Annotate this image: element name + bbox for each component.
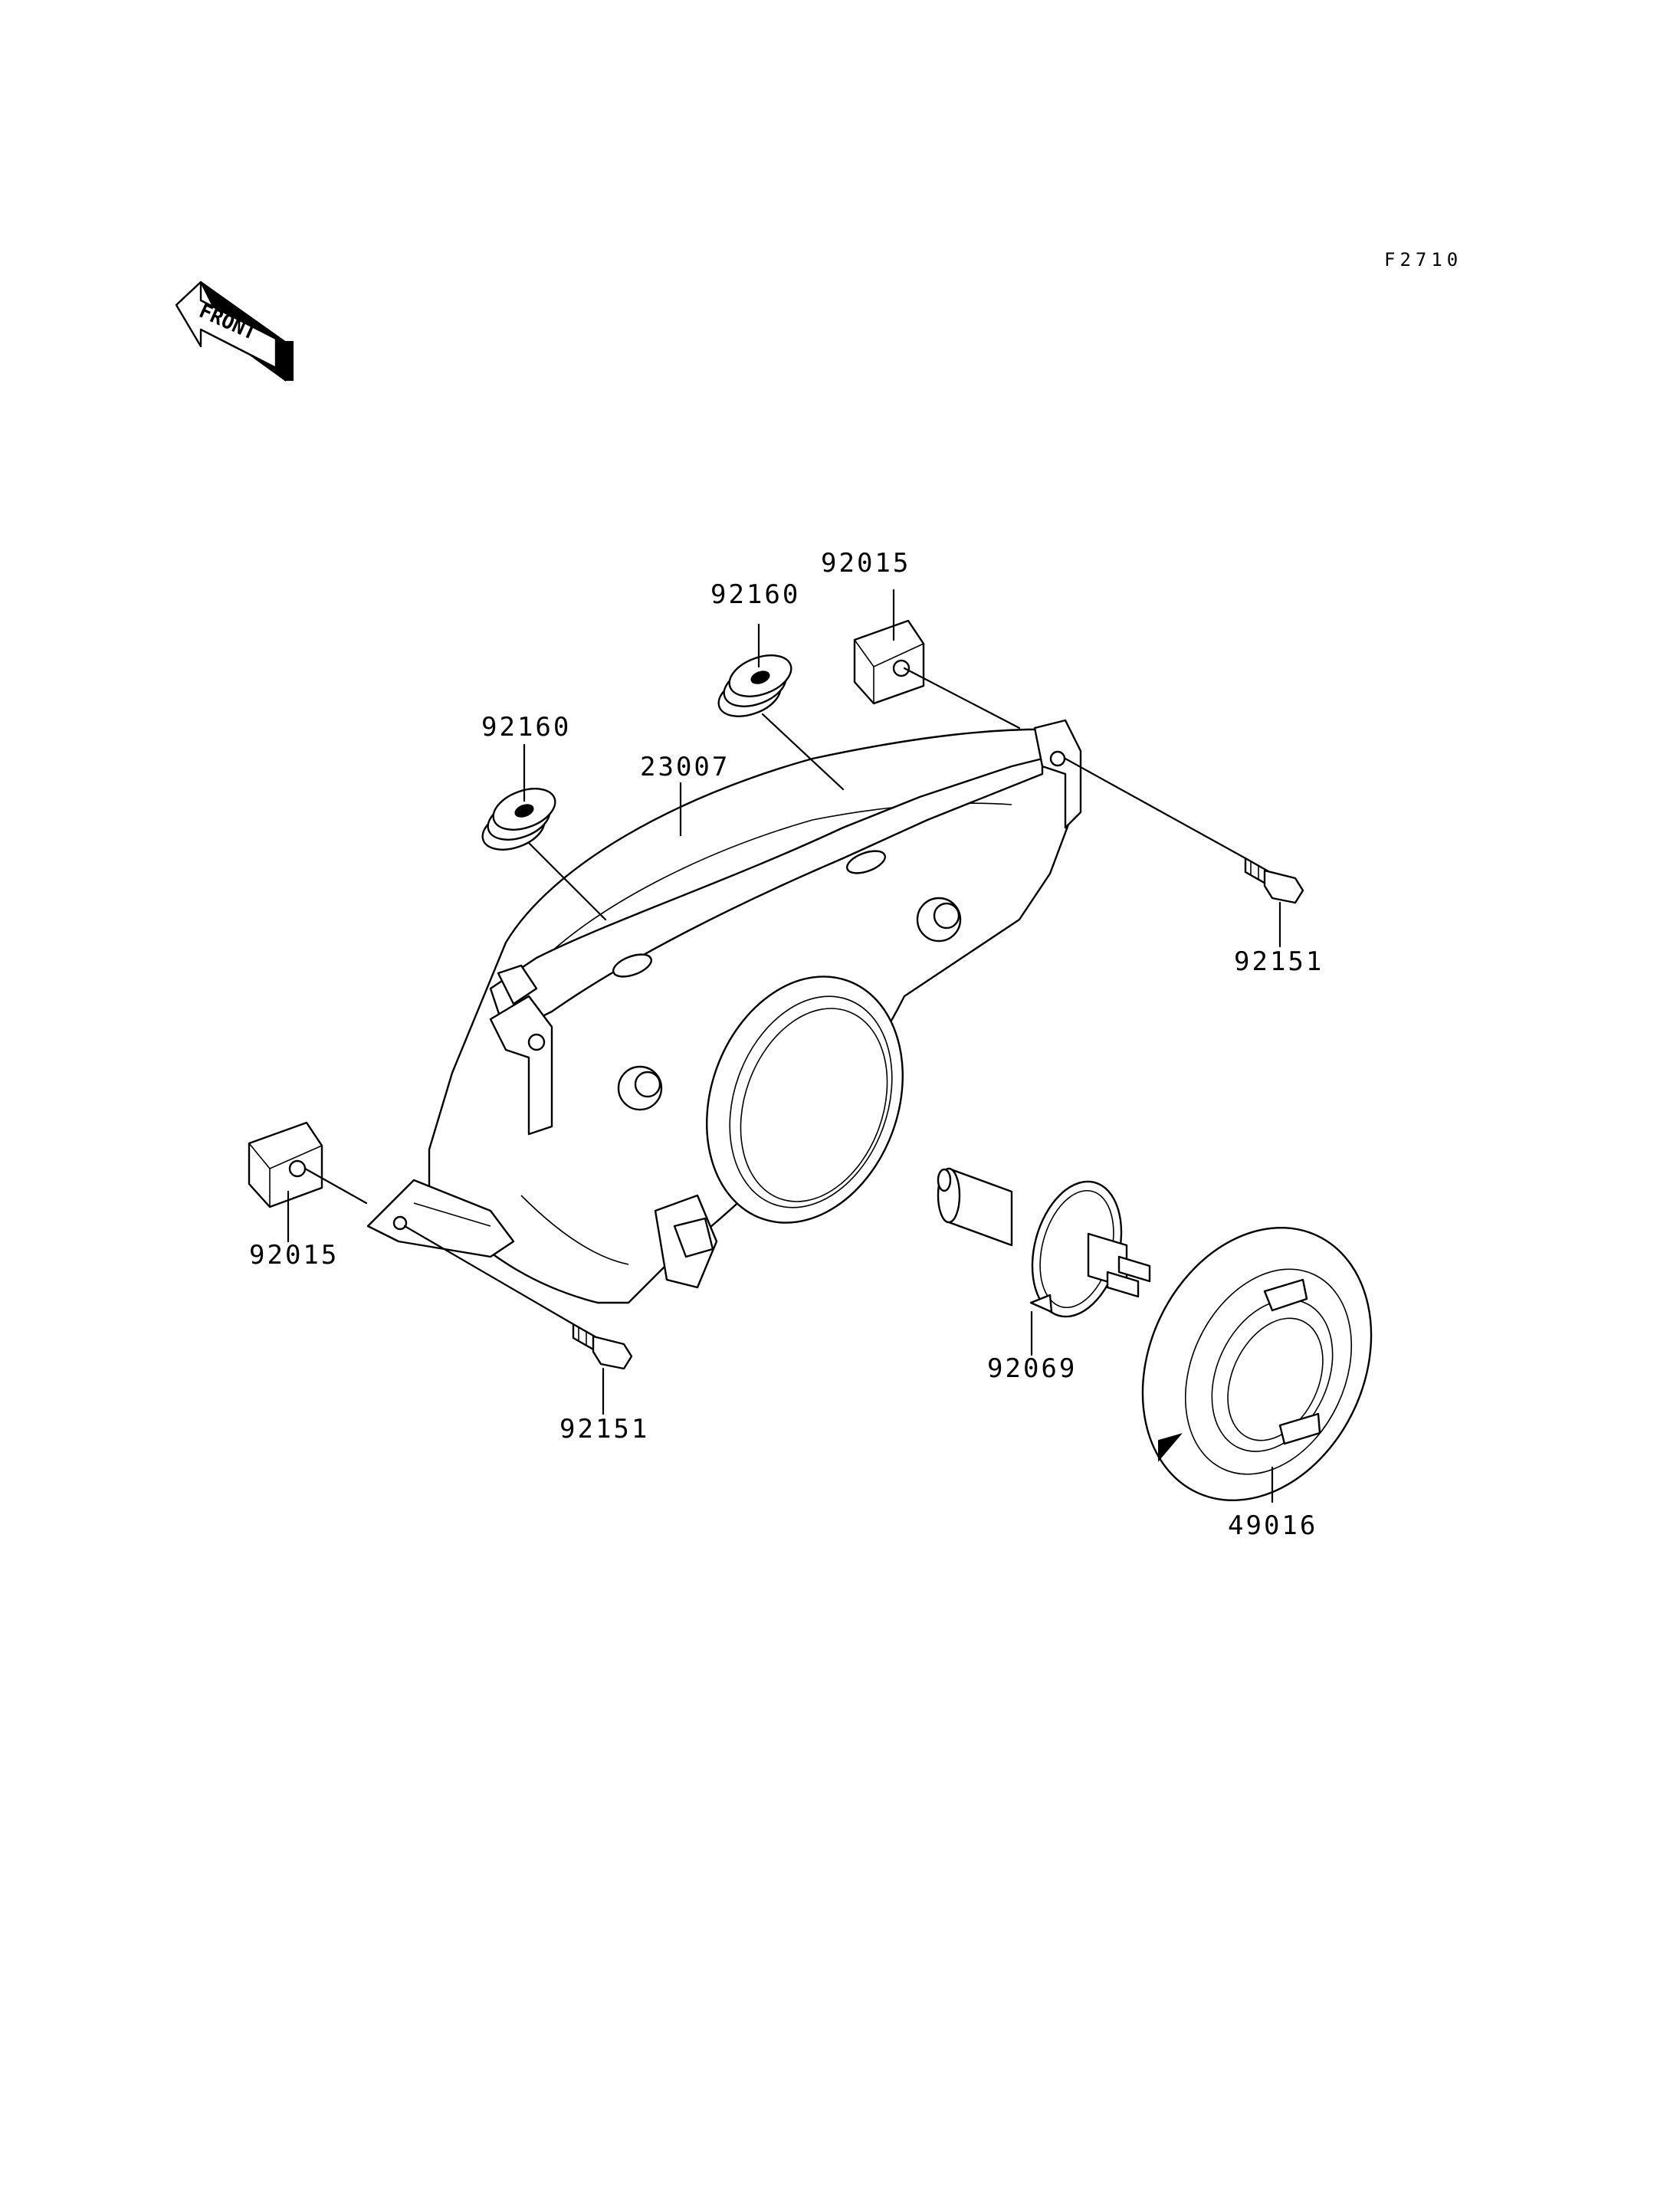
bracket-left (248, 1121, 323, 1208)
headlight-bulb (937, 1167, 1151, 1318)
part-label-bulb: 92069 (987, 1353, 1077, 1384)
part-label-bulb-cover: 49016 (1228, 1510, 1317, 1541)
part-label-bracket-top: 92015 (821, 548, 911, 579)
front-direction-arrow-icon: FRONT (175, 280, 294, 382)
bracket-top (853, 619, 925, 705)
bolt-right (1244, 857, 1304, 904)
part-label-bolt-bottom: 92151 (559, 1414, 649, 1444)
part-label-bolt-right: 92151 (1234, 946, 1324, 977)
figure-code: F2710 (1384, 249, 1462, 271)
grommet-left (481, 788, 556, 851)
part-label-headlight-housing: 23007 (640, 752, 730, 782)
headlight-housing (366, 719, 1082, 1304)
leader-lines (287, 589, 1281, 1503)
bulb-cover (1141, 1226, 1373, 1502)
grommet-top (717, 654, 792, 717)
bolt-bottom (572, 1323, 633, 1370)
part-label-bracket-left: 92015 (249, 1240, 339, 1271)
part-label-grommet-top: 92160 (710, 579, 800, 610)
part-labels: 92015 92160 92160 23007 92151 92015 9215… (249, 548, 1324, 1541)
part-label-grommet-left: 92160 (481, 712, 571, 743)
